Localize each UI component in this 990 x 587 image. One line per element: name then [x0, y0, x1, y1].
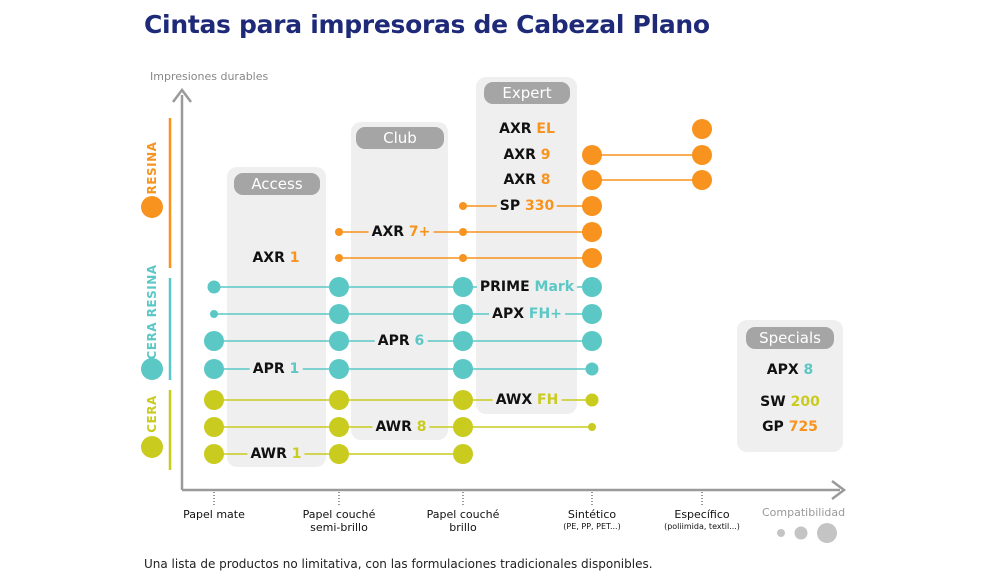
product-prime-mark: PRIME Mark [476, 278, 578, 296]
product-axr-7plus: AXR 7+ [368, 223, 434, 241]
y-axis-label: Impresiones durables [150, 70, 269, 83]
compat-dot [459, 254, 467, 262]
product-sp-330: SP 330 [496, 197, 558, 215]
product-axr-9: AXR 9 [500, 146, 554, 164]
compat-dot [204, 417, 224, 437]
compat-dot [329, 417, 349, 437]
compat-dot [582, 277, 602, 297]
compat-dot [204, 390, 224, 410]
compat-dot [692, 170, 712, 190]
compat-dot [453, 359, 473, 379]
x-label-papel-couche-brillo: Papel couché brillo [426, 508, 500, 534]
special-apx-8: APX 8 [763, 361, 817, 379]
product-awr-1: AWR 1 [247, 445, 305, 463]
compat-dot [329, 390, 349, 410]
x-label-sintetico: Sintético [567, 508, 617, 521]
category-label-cera: CERA [145, 395, 159, 433]
product-axr-1: AXR 1 [249, 249, 303, 267]
compat-legend-large [817, 523, 837, 543]
compat-dot [582, 145, 602, 165]
compat-dot [582, 196, 602, 216]
product-awr-8: AWR 8 [372, 418, 430, 436]
tier-expert-pill: Expert [484, 82, 570, 104]
compat-dot [335, 254, 343, 262]
compat-dot [453, 390, 473, 410]
category-label-resina: RESINA [145, 141, 159, 195]
compat-dot [588, 423, 596, 431]
product-axr-el: AXR EL [496, 120, 558, 138]
compat-dot [329, 277, 349, 297]
compat-dot [582, 248, 602, 268]
compat-dot [582, 222, 602, 242]
wax-resin-icon [141, 358, 163, 380]
resin-icon [141, 196, 163, 218]
special-sw-200: SW 200 [757, 393, 823, 411]
compat-legend-medium [794, 526, 808, 540]
panel-access [227, 167, 326, 467]
compat-dot [329, 331, 349, 351]
compat-dot [582, 331, 602, 351]
compatibility-label: Compatibilidad [762, 506, 846, 519]
product-apx-fhplus: APX FH+ [489, 305, 565, 323]
compat-dot [204, 331, 224, 351]
compat-dot [582, 304, 602, 324]
compat-dot [692, 145, 712, 165]
compat-dot [204, 444, 224, 464]
compat-dot [329, 359, 349, 379]
compat-dot [453, 444, 473, 464]
compat-dot [453, 417, 473, 437]
tier-specials-pill: Specials [746, 327, 834, 349]
product-apr-1: APR 1 [249, 360, 303, 378]
compat-dot [453, 304, 473, 324]
panel-club [351, 122, 448, 440]
product-apr-6: APR 6 [374, 332, 428, 350]
x-axis-arrow [831, 480, 847, 500]
compat-legend-small [777, 529, 785, 537]
compat-dot [204, 359, 224, 379]
compat-dot [692, 119, 712, 139]
page-title: Cintas para impresoras de Cabezal Plano [144, 10, 710, 39]
compat-dot [210, 310, 218, 318]
x-label-especifico: Específico [674, 508, 730, 521]
compat-dot [329, 304, 349, 324]
category-label-cera-resina: CERA RESINA [145, 264, 159, 360]
product-axr-8: AXR 8 [500, 171, 554, 189]
x-sublabel-sintetico: (PE, PP, PET...) [563, 522, 621, 531]
x-label-papel-mate: Papel mate [183, 508, 245, 521]
compat-dot [585, 393, 599, 407]
x-label-papel-couche-semibrillo: Papel couché semi-brillo [302, 508, 376, 534]
wax-icon [141, 436, 163, 458]
y-axis-arrow [172, 87, 192, 103]
x-sublabel-especifico: (poliimida, textil...) [664, 522, 740, 531]
compat-dot [453, 331, 473, 351]
tier-club-pill: Club [356, 127, 444, 149]
compat-dot [582, 170, 602, 190]
tier-access-pill: Access [234, 173, 320, 195]
compat-dot [459, 202, 467, 210]
compat-dot [329, 444, 349, 464]
footnote: Una lista de productos no limitativa, co… [144, 557, 653, 571]
special-gp-725: GP 725 [759, 418, 821, 436]
product-awx-fh: AWX FH [492, 391, 562, 409]
compat-dot [459, 228, 467, 236]
compat-dot [207, 280, 221, 294]
compat-dot [453, 277, 473, 297]
compat-dot [585, 362, 599, 376]
compat-dot [335, 228, 343, 236]
